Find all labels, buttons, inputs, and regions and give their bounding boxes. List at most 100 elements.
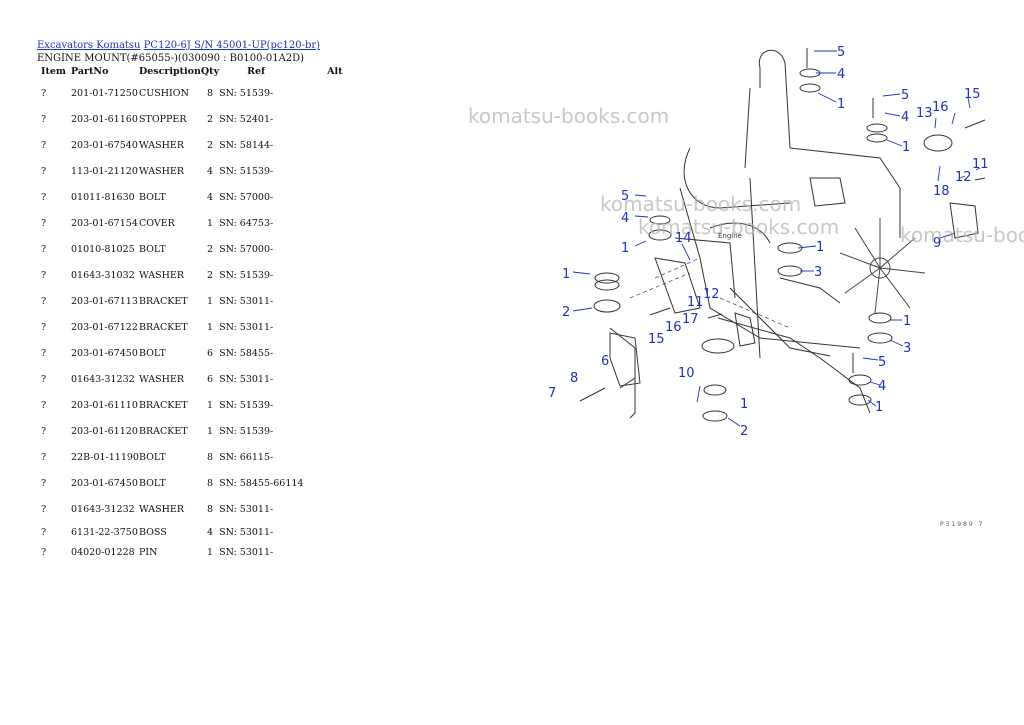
parts-diagram: komatsu-books.com komatsu-books.com koma… <box>468 45 1024 528</box>
breadcrumb-link-category[interactable]: Excavators Komatsu <box>37 40 141 51</box>
cell-desc: PIN <box>138 546 158 558</box>
callout-14: 14 <box>675 231 692 246</box>
cell-alt <box>327 262 357 288</box>
cell-part: 113-01-21120 <box>71 165 138 177</box>
cell-alt <box>327 106 357 132</box>
cell-alt <box>327 158 357 184</box>
cell-qty: 2 <box>206 113 214 125</box>
callout-1: 1 <box>621 241 629 256</box>
callout-17: 17 <box>682 312 699 327</box>
cell-desc: WASHER <box>138 139 185 151</box>
cell-part: 01643-31232 <box>71 373 135 385</box>
callout-13: 13 <box>916 106 933 121</box>
cell-part: 203-01-67154 <box>71 217 138 229</box>
cell-alt <box>327 496 357 522</box>
cell-alt <box>327 418 357 444</box>
cell-item: ? <box>41 321 47 333</box>
parts-table: Item PartNo Description Qty Ref Alt ?201… <box>37 66 357 562</box>
cell-item: ? <box>41 295 47 307</box>
cell-desc: BRACKET <box>138 321 188 333</box>
cell-ref: SN: 53011- <box>219 295 274 307</box>
cell-ref: SN: 58455- <box>219 347 274 359</box>
mount-parts <box>593 68 953 422</box>
cell-alt <box>327 132 357 158</box>
cell-qty: 1 <box>206 546 214 558</box>
engine-outline <box>609 49 901 419</box>
cell-alt <box>327 236 357 262</box>
cell-alt <box>327 542 357 562</box>
callout-1: 1 <box>875 400 883 415</box>
cell-desc: WASHER <box>138 269 185 281</box>
callout-12: 12 <box>955 170 972 185</box>
callout-12: 12 <box>703 287 720 302</box>
breadcrumb-link-model[interactable]: PC120-6J S/N 45001-UP(pc120-br) <box>143 40 321 51</box>
cell-ref: SN: 57000- <box>219 191 274 203</box>
cell-qty: 1 <box>206 295 214 307</box>
cell-part: 201-01-71250 <box>71 87 138 99</box>
callout-1: 1 <box>562 267 570 282</box>
cell-alt <box>327 314 357 340</box>
cell-ref: SN: 53011- <box>219 373 274 385</box>
callout-2: 2 <box>740 424 748 439</box>
cell-qty: 2 <box>206 243 214 255</box>
cell-part: 203-01-67540 <box>71 139 138 151</box>
callout-7: 7 <box>548 386 556 401</box>
cell-item: ? <box>41 477 47 489</box>
col-qty: Qty <box>200 66 220 77</box>
col-item: Item <box>41 66 66 77</box>
col-alt: Alt <box>327 66 343 77</box>
cell-ref: SN: 53011- <box>219 526 274 538</box>
cell-desc: CUSHION <box>138 87 189 99</box>
cell-part: 01010-81025 <box>71 243 135 255</box>
cell-item: ? <box>41 269 47 281</box>
cell-part: 203-01-67122 <box>71 321 138 333</box>
cell-qty: 2 <box>206 139 214 151</box>
cell-part: 01011-81630 <box>71 191 135 203</box>
cell-item: ? <box>41 113 47 125</box>
cell-part: 203-01-67450 <box>71 477 138 489</box>
cell-desc: BOLT <box>138 347 166 359</box>
callout-9: 9 <box>933 236 941 251</box>
cell-qty: 8 <box>206 451 214 463</box>
diagram-code: P31989 7 <box>940 521 984 528</box>
callout-5: 5 <box>621 189 629 204</box>
callout-5: 5 <box>878 355 886 370</box>
cell-desc: BRACKET <box>138 295 188 307</box>
callout-15: 15 <box>964 87 981 102</box>
cell-qty: 8 <box>206 477 214 489</box>
col-description: Description <box>138 66 201 77</box>
cell-ref: SN: 66115- <box>219 451 274 463</box>
bracket-parts <box>579 48 986 402</box>
cell-item: ? <box>41 217 47 229</box>
callouts: 5 4 1 5 4 1 13 16 15 11 12 18 9 5 4 1 14… <box>548 45 989 439</box>
cell-ref: SN: 52401- <box>219 113 274 125</box>
callout-4: 4 <box>901 110 909 125</box>
cell-item: ? <box>41 139 47 151</box>
callout-1: 1 <box>816 240 824 255</box>
cell-ref: SN: 51539- <box>219 269 274 281</box>
cell-ref: SN: 51539- <box>219 165 274 177</box>
callout-4: 4 <box>621 211 629 226</box>
cell-ref: SN: 51539- <box>219 87 274 99</box>
cell-part: 203-01-61120 <box>71 425 138 437</box>
cell-alt <box>327 444 357 470</box>
cell-desc: BOSS <box>138 526 167 538</box>
engine-label: Engine <box>718 232 742 240</box>
cell-desc: BOLT <box>138 451 166 463</box>
cell-desc: WASHER <box>138 165 185 177</box>
callout-5: 5 <box>901 88 909 103</box>
cell-part: 203-01-67450 <box>71 347 138 359</box>
cell-item: ? <box>41 347 47 359</box>
cell-part: 203-01-61110 <box>71 399 138 411</box>
